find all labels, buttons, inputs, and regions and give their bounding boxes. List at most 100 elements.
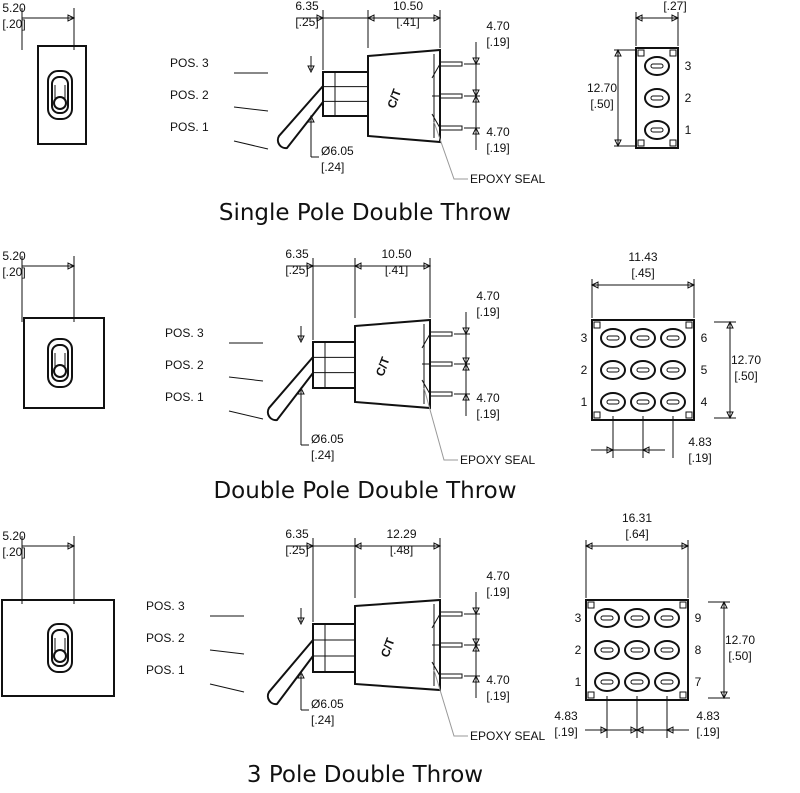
pitch-bottom-inch: [.19]: [476, 407, 499, 421]
pin-number: 1: [685, 123, 692, 137]
position-leader: [209, 683, 245, 693]
terminal-lug: [624, 672, 650, 692]
toggle-bezel: [47, 338, 73, 388]
pitch-top-inch: [.19]: [486, 585, 509, 599]
arrowhead: [681, 542, 690, 550]
back-width-inch: [.64]: [625, 527, 648, 541]
toggle-lever: [276, 85, 324, 150]
position-label: POS. 3: [170, 56, 209, 70]
back-height-inch: [.50]: [728, 649, 751, 663]
terminal-slot: [650, 63, 664, 69]
arrowhead: [297, 386, 305, 395]
terminal-lug: [624, 608, 650, 628]
diameter-inch: [.24]: [311, 448, 334, 462]
pin-number: 2: [685, 91, 692, 105]
terminal-slot: [660, 615, 674, 621]
pin-number: 2: [581, 363, 588, 377]
corner-mark: [593, 321, 601, 329]
terminal-slot: [660, 647, 674, 653]
arrowhead: [665, 726, 674, 734]
arrowhead: [687, 281, 696, 289]
pin-number: 2: [575, 643, 582, 657]
width-dimension-mm: 5.20: [2, 249, 26, 263]
pitch-top-mm: 4.70: [486, 19, 510, 33]
body-length-mm: 10.50: [393, 0, 423, 13]
back-width-mm: 16.31: [622, 511, 652, 525]
terminal-slot: [666, 399, 680, 405]
terminal-slot: [630, 615, 644, 621]
position-label: POS. 3: [165, 326, 204, 340]
section-title: 3 Pole Double Throw: [247, 762, 483, 788]
corner-mark: [685, 321, 693, 329]
toggle-lever: [266, 639, 314, 706]
arrowhead: [472, 126, 480, 135]
pitch-bottom-mm: 4.70: [486, 673, 510, 687]
position-label: POS. 1: [146, 663, 185, 677]
terminal-pin: [439, 125, 463, 131]
arrowhead: [306, 542, 315, 550]
brand-mark: C/T: [384, 87, 404, 111]
pitch-bottom-inch: [.19]: [486, 689, 509, 703]
arrowhead: [720, 691, 728, 700]
arrowhead: [472, 57, 480, 66]
toggle-lever-tip: [53, 649, 67, 663]
bushing-length-inch: [.25]: [285, 543, 308, 557]
pin-number: 7: [695, 675, 702, 689]
arrowhead: [297, 617, 305, 626]
position-label: POS. 2: [146, 631, 185, 645]
arrowhead: [353, 542, 362, 550]
body-length-mm: 12.29: [386, 527, 416, 541]
terminal-pin: [429, 391, 453, 397]
terminal-slot: [666, 367, 680, 373]
arrowhead: [316, 14, 325, 22]
arrowhead: [472, 89, 480, 98]
pin-pitch-mm: 4.83: [554, 709, 578, 723]
terminal-lug: [644, 120, 670, 140]
section-title: Double Pole Double Throw: [213, 478, 516, 504]
diameter-inch: [.24]: [311, 713, 334, 727]
section-title: Single Pole Double Throw: [219, 200, 511, 226]
terminal-slot: [606, 367, 620, 373]
back-height-inch: [.50]: [734, 369, 757, 383]
back-width-inch: [.27]: [663, 0, 686, 13]
front-view-frame: [23, 317, 105, 409]
position-label: POS. 3: [146, 599, 185, 613]
arrowhead: [614, 48, 622, 57]
arrowhead: [67, 542, 76, 550]
terminal-slot: [600, 679, 614, 685]
arrowhead: [297, 335, 305, 344]
pin-number: 5: [701, 363, 708, 377]
corner-mark: [587, 691, 595, 699]
bushing: [322, 71, 369, 117]
diameter-mm: Ø6.05: [311, 697, 344, 711]
toggle-inner: [51, 76, 69, 114]
arrowhead: [634, 14, 643, 22]
pin-number: 4: [701, 395, 708, 409]
body-length-mm: 10.50: [381, 247, 411, 261]
terminal-pin: [429, 331, 453, 337]
epoxy-seal-label: EPOXY SEAL: [460, 453, 535, 467]
pitch-top-inch: [.19]: [486, 35, 509, 49]
position-leader: [233, 140, 269, 150]
arrowhead: [433, 14, 442, 22]
pitch-bottom-mm: 4.70: [486, 125, 510, 139]
terminal-slot: [650, 95, 664, 101]
arrowhead: [472, 607, 480, 616]
position-label: POS. 1: [170, 120, 209, 134]
terminal-lug: [624, 640, 650, 660]
position-leader: [209, 649, 245, 655]
arrowhead: [67, 262, 76, 270]
pin-number: 1: [575, 675, 582, 689]
arrowhead: [726, 411, 734, 420]
arrowhead: [472, 94, 480, 103]
back-width-mm: 11.43: [628, 250, 657, 264]
pitch-bottom-inch: [.19]: [486, 141, 509, 155]
bushing-length-inch: [.25]: [295, 15, 318, 29]
terminal-slot: [630, 647, 644, 653]
pin-pitch-mm: 4.83: [688, 435, 712, 449]
terminal-slot: [666, 335, 680, 341]
terminal-inner-lead: [431, 113, 441, 129]
